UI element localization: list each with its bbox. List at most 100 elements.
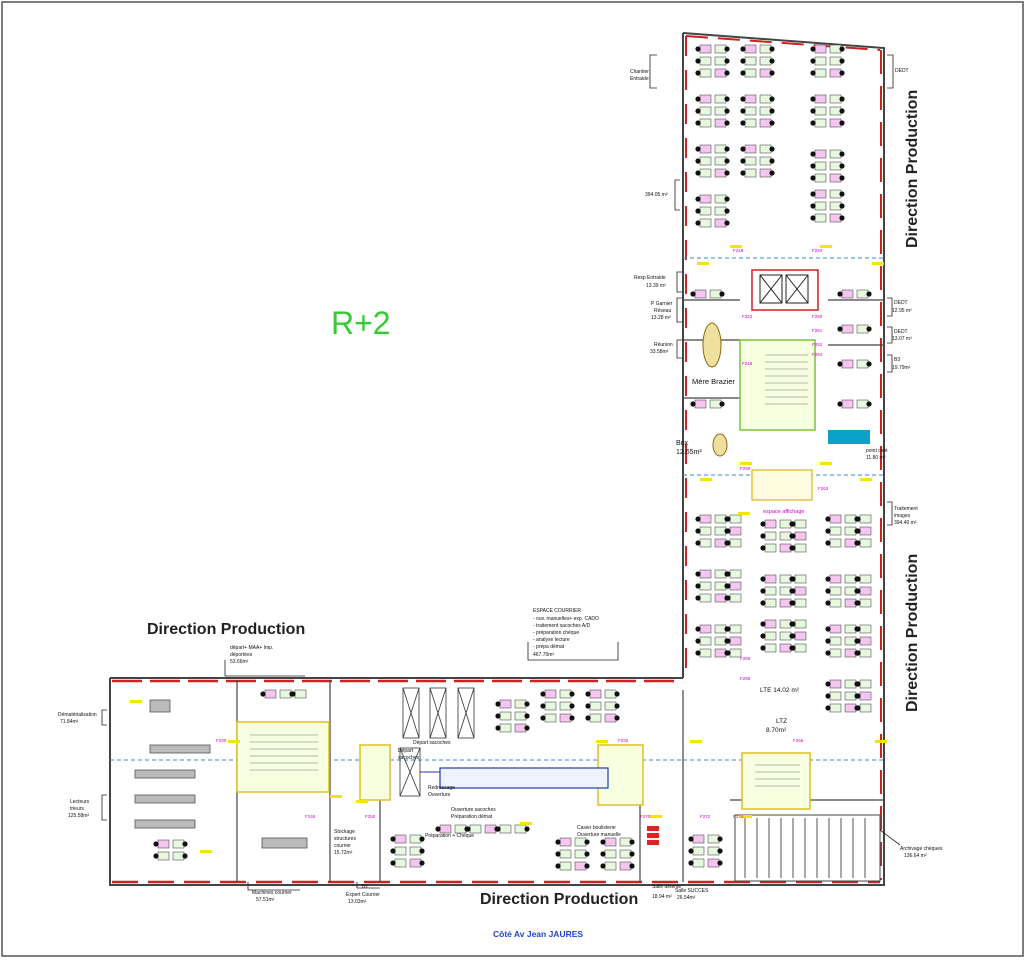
desk-cluster [153, 839, 188, 861]
label-expert-2: Expert Courrier [346, 892, 380, 898]
label-redressage-2: Ouverture [428, 792, 450, 798]
door-marker [650, 815, 662, 818]
label-dedt1307-2: 13.07 m² [892, 336, 912, 342]
door-marker [820, 245, 832, 248]
desk-cluster [260, 689, 307, 699]
desk-cluster [695, 194, 730, 228]
door-marker [697, 262, 709, 265]
desk-cluster [690, 289, 725, 299]
desk-cluster [825, 624, 872, 658]
desk-cluster [760, 619, 807, 653]
door-marker [228, 740, 240, 743]
label-b3-2: 19.79m² [892, 365, 911, 371]
label-detente-1: Salle détente [652, 884, 681, 890]
label-stockage-1: Stockage [334, 829, 355, 835]
label-espace-4: - préparation chèque [533, 630, 579, 636]
label-dedt1307-1: DEDT [894, 329, 908, 335]
label-cafe-1: point café [866, 448, 888, 454]
desk-cluster [810, 94, 845, 128]
label-traitement-3: 394.40 m² [894, 520, 917, 526]
label-chantier-2: Entraide [630, 76, 649, 82]
label-chantier-1: Chantier [630, 69, 649, 75]
zone-highlights [236, 269, 881, 882]
desk-cluster [760, 519, 807, 553]
door-code-r10: F263 [818, 486, 829, 491]
door-code-b8: F266 [793, 738, 804, 743]
label-maa-1: départ+ MAA+ Imp. [230, 645, 273, 651]
label-archivage-1: Archivage chèques [900, 846, 943, 852]
label-area-394: 394.05 m² [645, 192, 668, 198]
label-depart-sacoches: Départ sacoches [413, 740, 451, 746]
door-marker [820, 462, 832, 465]
label-lecteurs-3: 125.58m² [68, 813, 89, 819]
label-ltz-2: 8.70m² [766, 727, 787, 734]
desk-cluster [540, 689, 575, 723]
door-marker [875, 740, 887, 743]
door-marker [860, 478, 872, 481]
desk-cluster [390, 834, 425, 868]
desk-cluster [740, 144, 775, 178]
label-demat-1: Dématérialisation [58, 712, 97, 718]
label-garnier-1: P Garnier [651, 301, 673, 307]
title-direction-left: Direction Production [147, 621, 305, 638]
door-code-r2: F220 [812, 248, 823, 253]
label-expert-1: B1 [362, 884, 368, 890]
label-expert-3: 13.03m² [348, 899, 367, 905]
desk-cluster [837, 359, 872, 369]
label-prep-demat: Préparation démat [451, 814, 493, 820]
title-direction-bottom: Direction Production [480, 891, 638, 908]
stairs [250, 354, 808, 787]
door-marker [872, 262, 884, 265]
sorting-racks [399, 687, 475, 797]
label-depart-1: Départ [398, 748, 414, 754]
label-maa-3: 53.66m² [230, 659, 249, 665]
label-archivage-2: 136.64 m² [904, 853, 927, 859]
label-detente-2: 18.94 m² [652, 894, 672, 900]
door-code-r8: F254 [812, 352, 823, 357]
desk-cluster [695, 569, 742, 603]
medium-labels: Mère Brazier Box 12.65m² LTE 14.02 m² LT… [676, 377, 805, 734]
label-mere-brazier: Mère Brazier [692, 377, 735, 386]
label-dedt1295-2: 12.95 m² [892, 308, 912, 314]
desk-cluster [435, 824, 530, 834]
label-cafe-2: 11.80 m² [866, 455, 886, 461]
label-stockage-4: 15.72m² [334, 850, 353, 856]
desk-cluster [600, 837, 635, 871]
desk-cluster [837, 399, 872, 409]
label-dedt1295-1: DEDT [894, 300, 908, 306]
door-code-b2: F232 [618, 738, 629, 743]
elevators [759, 274, 809, 304]
label-stockage-2: structures [334, 836, 356, 842]
door-marker [520, 822, 532, 825]
desk-cluster [810, 189, 845, 223]
conveyor [420, 767, 609, 789]
door-code-r4: F216 [742, 361, 753, 366]
label-casier-2: Ouverture manuelle [577, 832, 621, 838]
door-marker [596, 740, 608, 743]
title-direction-mid-right: Direction Production [904, 554, 921, 712]
label-traitement-2: images [894, 513, 911, 519]
label-espace-6: - prépa démat [533, 644, 565, 650]
door-marker [690, 740, 702, 743]
label-demat-2: 71.84m² [60, 719, 79, 725]
door-marker [200, 850, 212, 853]
door-code-b6: F272 [700, 814, 711, 819]
label-traitement-1: Traitement [894, 506, 918, 512]
street-label: Côté Av Jean JAURES [493, 929, 583, 939]
label-espace-5: - analyse lecture [533, 637, 570, 643]
label-ltz-1: LTZ [776, 718, 787, 725]
label-espace-3: - traitement sacoches A/D [533, 623, 591, 629]
label-ouverture-sacoches: Ouverture sacoches [451, 807, 496, 813]
reunion-table [702, 322, 728, 457]
desk-cluster [810, 44, 845, 78]
label-box-2: 12.65m² [676, 449, 702, 456]
label-stockage-3: courrier [334, 843, 351, 849]
label-lecteurs-1: Lecteurs [70, 799, 90, 805]
label-depart-2: sacoches [398, 755, 420, 761]
label-resp-2: 13.39 m² [646, 283, 666, 289]
label-espace-2: - ouv. manuelles+ exp. CADO [533, 616, 599, 622]
label-espace-7: 467.70m² [533, 652, 554, 658]
door-code-b7: F274 [733, 814, 744, 819]
label-espace-affichage: espace affichage [763, 509, 805, 515]
